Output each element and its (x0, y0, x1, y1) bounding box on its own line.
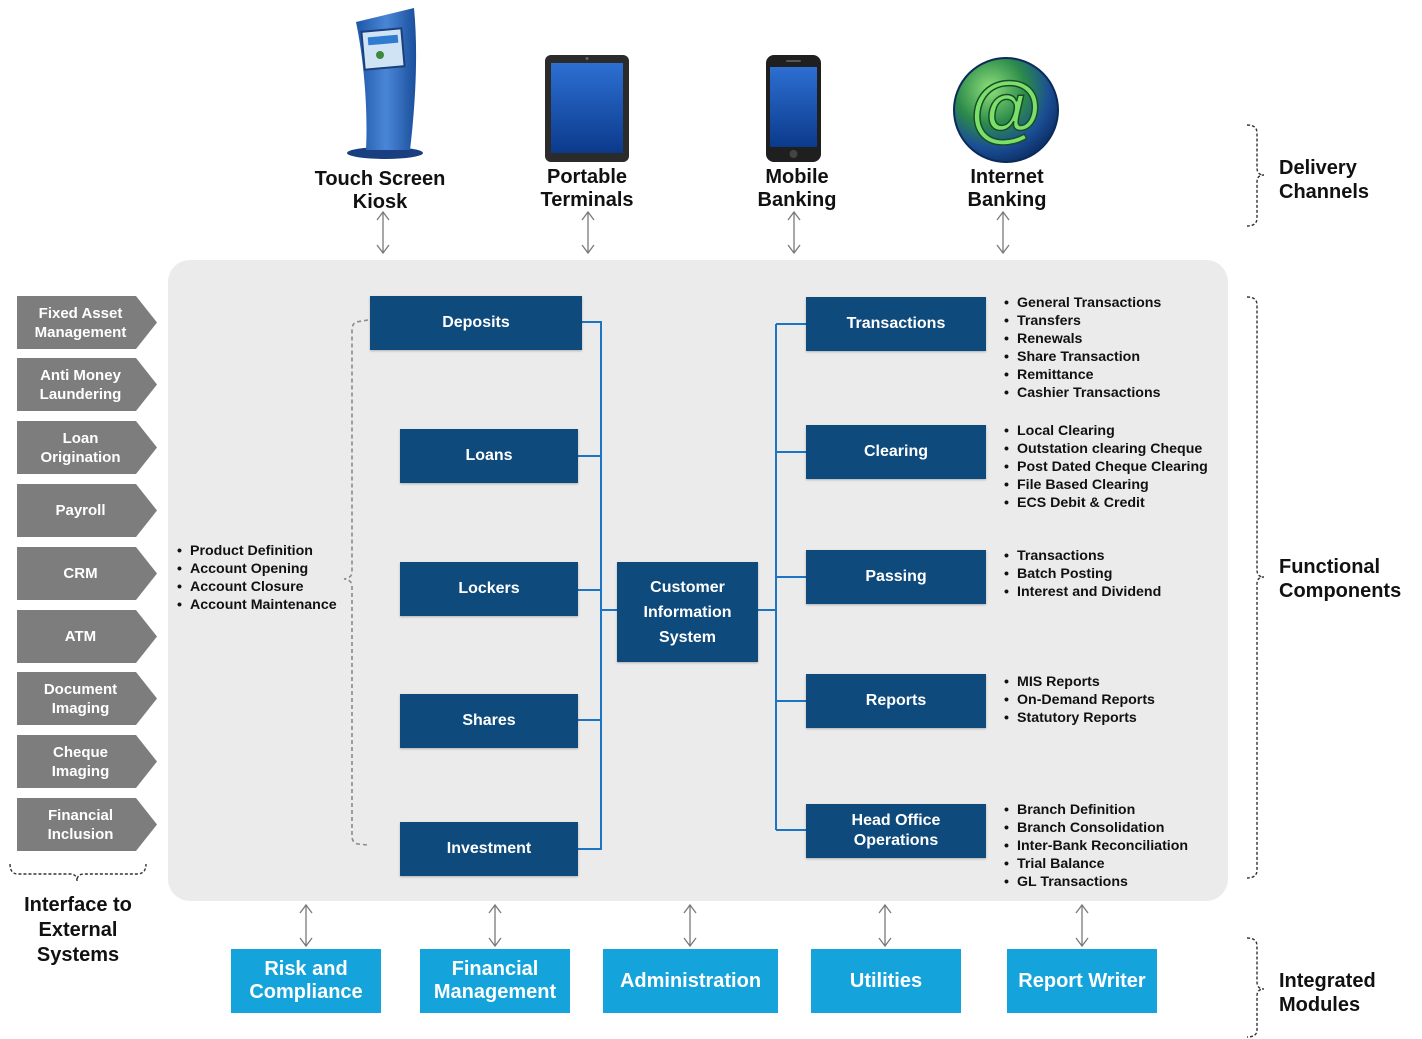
feature-item: Share Transaction (1004, 348, 1161, 366)
left-feature-list: Product Definition Account Opening Accou… (177, 542, 337, 614)
svg-text:@: @ (970, 66, 1042, 149)
feature-item: Post Dated Cheque Clearing (1004, 458, 1208, 476)
feature-item: File Based Clearing (1004, 476, 1208, 494)
feature-item: ECS Debit & Credit (1004, 494, 1208, 512)
feature-item: Branch Consolidation (1004, 819, 1188, 837)
feature-item: Renewals (1004, 330, 1161, 348)
feature-item: Cashier Transactions (1004, 384, 1161, 402)
feature-item: Trial Balance (1004, 855, 1188, 873)
integrated-module-administration: Administration (603, 949, 778, 1013)
tablet-icon (545, 55, 629, 162)
integrated-module-utilities: Utilities (811, 949, 961, 1013)
smartphone-icon (766, 55, 821, 162)
feature-item: GL Transactions (1004, 873, 1188, 891)
feature-item: Transfers (1004, 312, 1161, 330)
feature-item: Account Opening (177, 560, 337, 578)
clearing-feature-list: Local Clearing Outstation clearing Chequ… (1004, 422, 1208, 512)
interface-to-external-systems-label: Interface to External Systems (24, 894, 132, 966)
passing-feature-list: Transactions Batch Posting Interest and … (1004, 547, 1161, 601)
feature-item: Account Closure (177, 578, 337, 596)
feature-item: Transactions (1004, 547, 1161, 565)
transactions-feature-list: General Transactions Transfers Renewals … (1004, 294, 1161, 402)
kiosk-icon (347, 8, 423, 159)
feature-item: Statutory Reports (1004, 709, 1155, 727)
module-reports: Reports (806, 674, 986, 728)
at-sign-icon: @ (953, 57, 1059, 163)
feature-item: Outstation clearing Cheque (1004, 440, 1208, 458)
feature-item: On-Demand Reports (1004, 691, 1155, 709)
feature-item: Account Maintenance (177, 596, 337, 614)
feature-item: Interest and Dividend (1004, 583, 1161, 601)
module-clearing: Clearing (806, 425, 986, 479)
integrated-module-report-writer: Report Writer (1007, 949, 1157, 1013)
feature-item: Inter-Bank Reconciliation (1004, 837, 1188, 855)
feature-item: MIS Reports (1004, 673, 1155, 691)
feature-item: Product Definition (177, 542, 337, 560)
feature-item: Remittance (1004, 366, 1161, 384)
module-deposits: Deposits (370, 296, 582, 350)
module-passing: Passing (806, 550, 986, 604)
feature-item: Local Clearing (1004, 422, 1208, 440)
module-loans: Loans (400, 429, 578, 483)
module-investment: Investment (400, 822, 578, 876)
feature-item: Batch Posting (1004, 565, 1161, 583)
feature-item: Branch Definition (1004, 801, 1188, 819)
module-lockers: Lockers (400, 562, 578, 616)
feature-item: General Transactions (1004, 294, 1161, 312)
module-shares: Shares (400, 694, 578, 748)
external-system-atm: ATM (17, 610, 157, 663)
reports-feature-list: MIS Reports On-Demand Reports Statutory … (1004, 673, 1155, 727)
external-system-payroll: Payroll (17, 484, 157, 537)
external-system-crm: CRM (17, 547, 157, 600)
module-transactions: Transactions (806, 297, 986, 351)
head-office-feature-list: Branch Definition Branch Consolidation I… (1004, 801, 1188, 891)
